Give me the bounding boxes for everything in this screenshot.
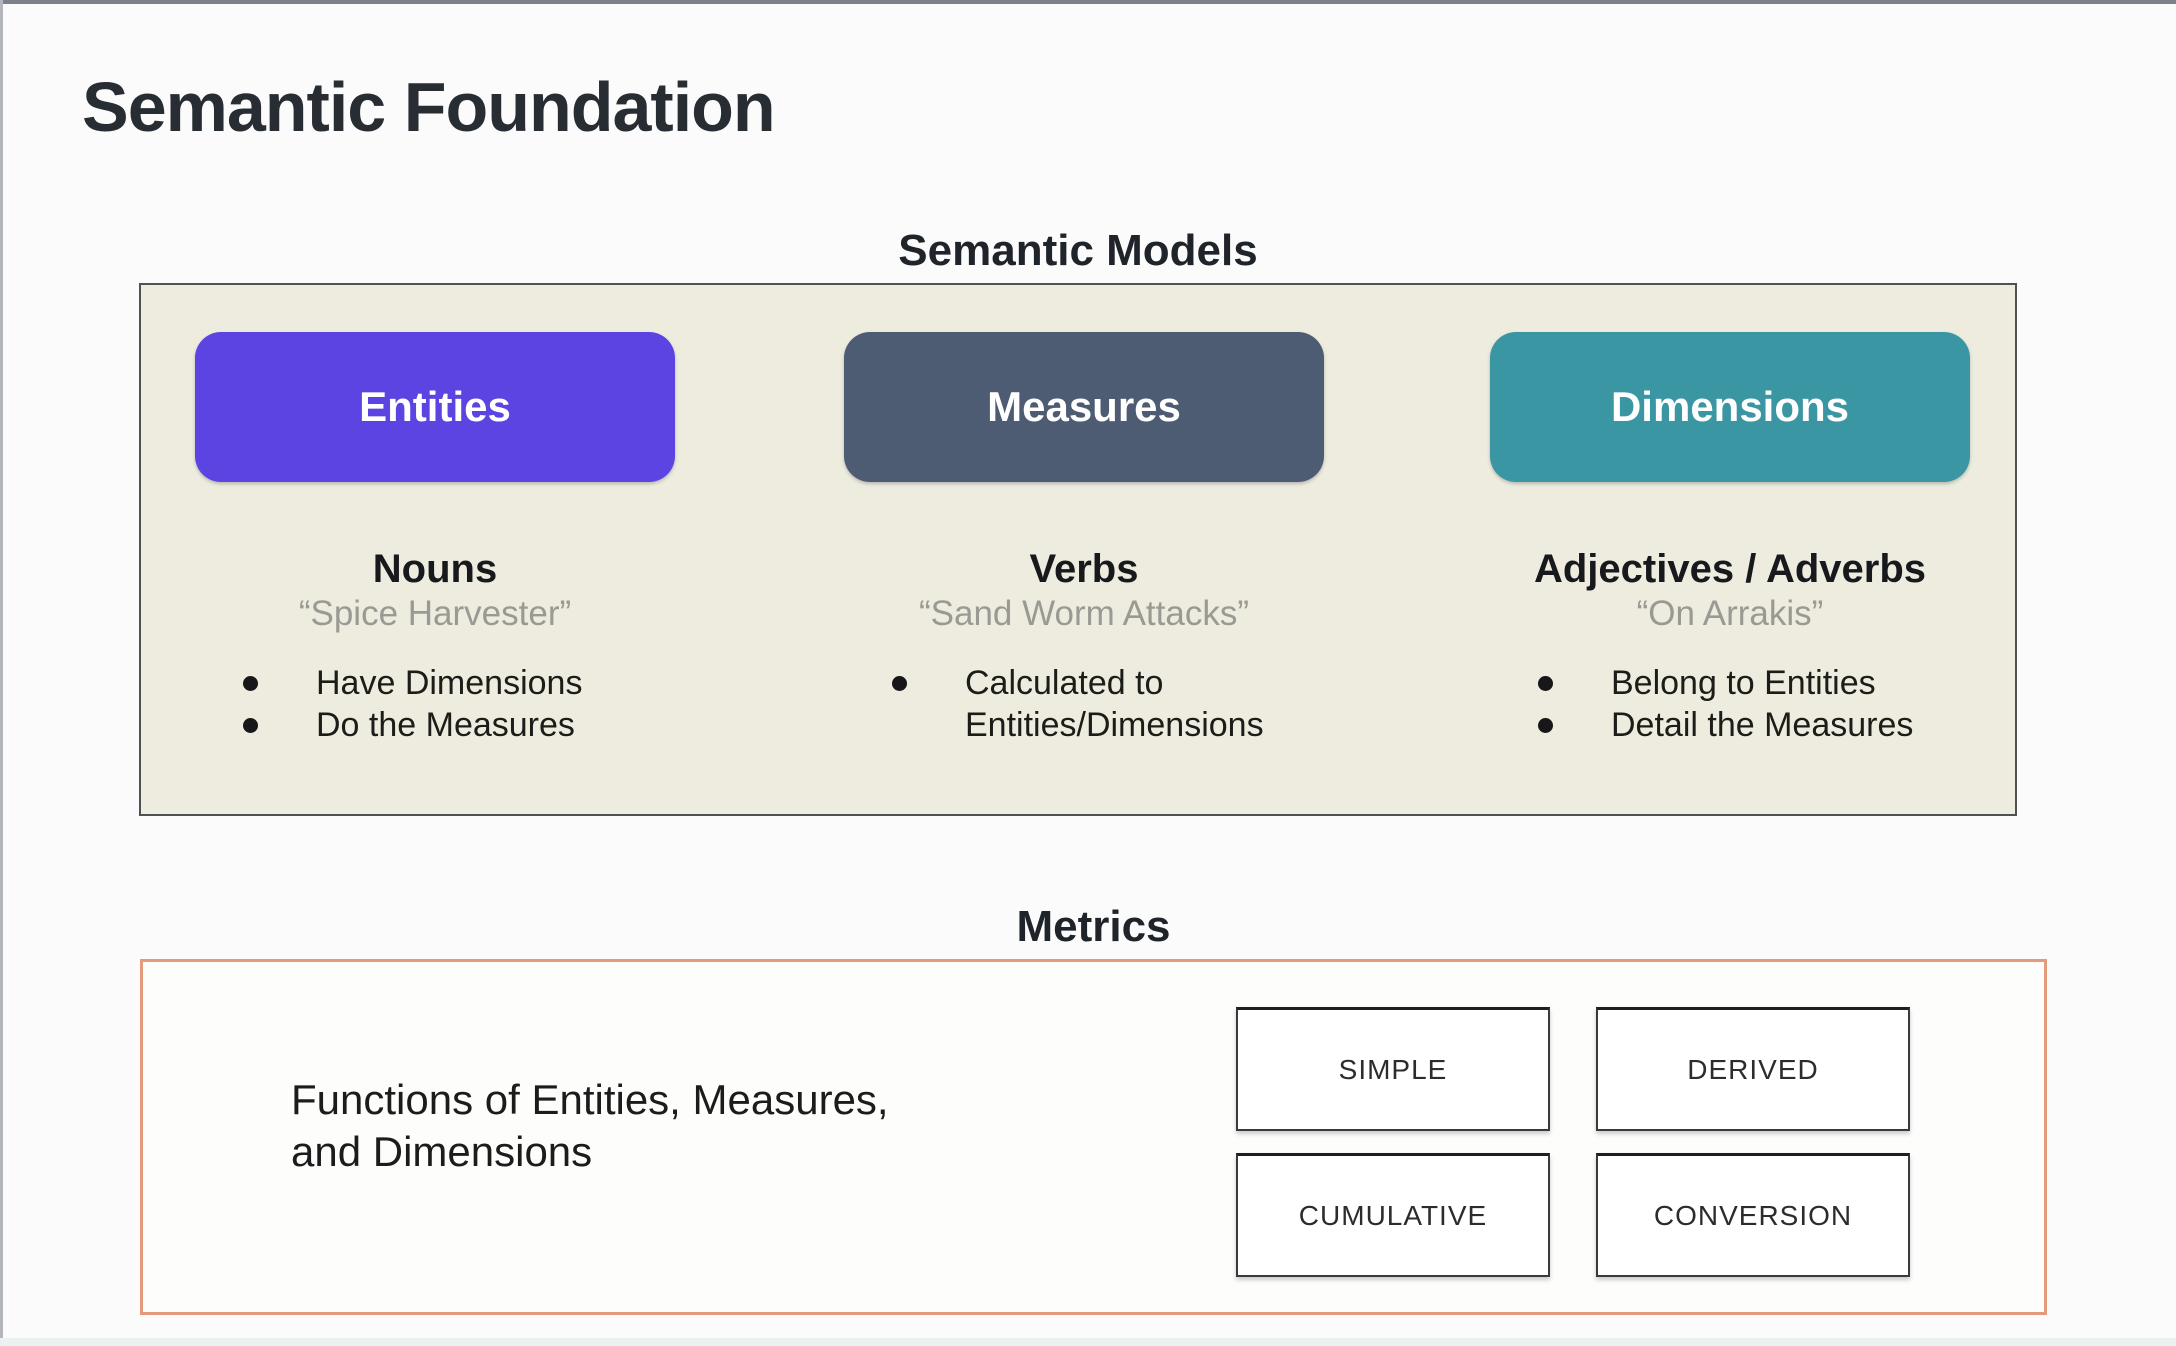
entities-pill: Entities [195,332,675,482]
measures-part-of-speech: Verbs [1029,547,1139,591]
window-left-edge [0,0,3,1346]
window-top-edge [0,0,2176,4]
list-item: Detail the Measures [1490,704,1970,746]
bullet-icon [892,676,907,691]
measures-pill: Measures [844,332,1324,482]
list-item: Have Dimensions [195,662,675,704]
metric-types-grid: SIMPLE DERIVED CUMULATIVE CONVERSION [1236,1007,1910,1277]
dimensions-bullet-list: Belong to Entities Detail the Measures [1490,662,1970,746]
metrics-description: Functions of Entities, Measures, and Dim… [291,1076,889,1175]
metric-box-cumulative: CUMULATIVE [1236,1153,1550,1277]
semantic-models-heading: Semantic Models [898,226,1258,275]
column-dimensions: Dimensions Adjectives / Adverbs “On Arra… [1490,332,1970,746]
column-measures: Measures Verbs “Sand Worm Attacks” Calcu… [844,332,1324,746]
slide-title: Semantic Foundation [82,68,776,146]
column-entities: Entities Nouns “Spice Harvester” Have Di… [195,332,675,746]
bullet-icon [243,718,258,733]
bullet-icon [1538,718,1553,733]
list-item: Do the Measures [195,704,675,746]
metric-box-derived: DERIVED [1596,1007,1910,1131]
measures-bullet-list: Calculated to Entities/Dimensions [844,662,1324,746]
entities-example-quote: “Spice Harvester” [298,594,572,633]
metrics-panel: Functions of Entities, Measures, and Dim… [140,959,2047,1315]
bullet-icon [1538,676,1553,691]
window-bottom-edge [0,1338,2176,1346]
bullet-text: Belong to Entities [1611,664,1876,702]
bullet-text: Do the Measures [316,706,575,744]
measures-example-quote: “Sand Worm Attacks” [918,594,1249,633]
metric-box-conversion: CONVERSION [1596,1153,1910,1277]
dimensions-pill: Dimensions [1490,332,1970,482]
list-item: Calculated to Entities/Dimensions [844,662,1324,746]
entities-bullet-list: Have Dimensions Do the Measures [195,662,675,746]
entities-part-of-speech: Nouns [372,547,498,591]
list-item: Belong to Entities [1490,662,1970,704]
dimensions-example-quote: “On Arrakis” [1636,594,1824,633]
bullet-text: Detail the Measures [1611,706,1914,744]
metric-box-simple: SIMPLE [1236,1007,1550,1131]
dimensions-part-of-speech: Adjectives / Adverbs [1533,547,1926,591]
bullet-icon [243,676,258,691]
bullet-text: Calculated to Entities/Dimensions [965,664,1264,744]
semantic-models-panel: Entities Nouns “Spice Harvester” Have Di… [139,283,2017,816]
bullet-text: Have Dimensions [316,664,583,702]
metrics-heading: Metrics [1016,902,1171,951]
